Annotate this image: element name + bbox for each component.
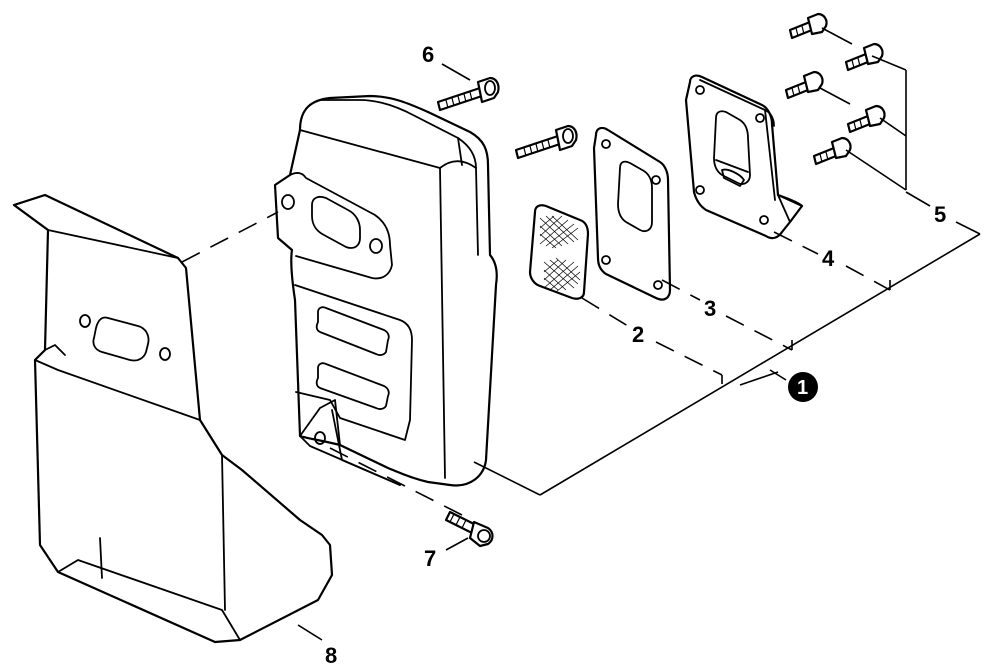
plate-screw-c-part <box>784 70 824 100</box>
lower-screw-part <box>444 510 494 548</box>
mesh-pattern-lower <box>543 257 581 293</box>
mounting-plate-part <box>684 74 804 240</box>
leader-2 <box>581 297 629 327</box>
gasket-part <box>592 126 672 301</box>
callout-3: 3 <box>704 296 716 321</box>
leader-8 <box>297 624 323 641</box>
leader-3b <box>725 315 793 351</box>
callout-1: 1 <box>797 377 808 399</box>
leader-4b <box>845 265 891 291</box>
muffler-screw-lower-part <box>514 124 578 160</box>
spark-arrestor-screen-part <box>528 204 590 300</box>
leader-5b <box>955 221 981 235</box>
kit-badge: 1 <box>788 372 818 402</box>
leader-1 <box>769 369 787 381</box>
muffler-body-part <box>273 94 498 487</box>
leader-5 <box>905 191 931 207</box>
callout-4: 4 <box>822 246 835 271</box>
muffler-to-screw7-dash <box>329 447 465 517</box>
callout-6: 6 <box>422 42 434 67</box>
plate-screw-d-part <box>846 104 886 134</box>
leader-7 <box>445 537 469 551</box>
callout-7: 7 <box>424 546 436 571</box>
mesh-pattern-upper <box>539 215 579 249</box>
callout-5: 5 <box>934 202 946 227</box>
muffler-screw-upper-part <box>436 76 500 112</box>
heat-shield-part <box>12 193 334 644</box>
assembly-lines <box>181 211 465 517</box>
leader-6 <box>441 63 471 81</box>
callout-8: 8 <box>325 643 337 668</box>
leader-2b <box>655 341 723 376</box>
plate-screw-e-part <box>812 136 852 166</box>
callout-2: 2 <box>632 322 644 347</box>
callout-labels: 6 7 8 2 3 4 5 1 <box>325 42 946 668</box>
leader-3 <box>661 279 701 301</box>
plate-screw-b-part <box>844 42 884 72</box>
leader-4 <box>773 231 819 255</box>
plate-screw-a-part <box>788 12 828 40</box>
screw5-bracket <box>819 27 907 191</box>
shield-to-muffler-dash <box>181 211 279 263</box>
kit-bracket <box>473 233 981 496</box>
callout-leaders <box>297 27 981 641</box>
kit-badge-circle <box>788 372 818 402</box>
